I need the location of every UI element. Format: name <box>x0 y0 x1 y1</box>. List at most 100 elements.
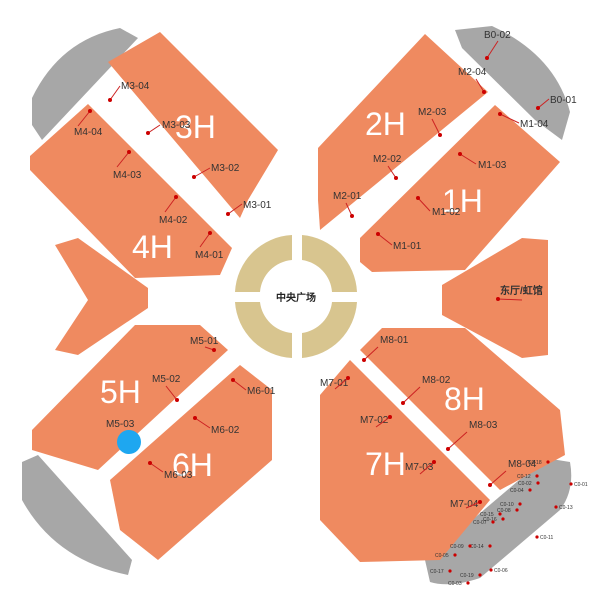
hall-4h-label: 4H <box>132 229 173 265</box>
c-point[interactable]: C0-10 <box>500 502 522 508</box>
c-point[interactable]: C0-12 <box>517 474 539 480</box>
entrance-label: M2-02 <box>373 154 402 165</box>
entrance-m7-03[interactable]: M7-03 <box>405 460 436 475</box>
entrance-m1-02[interactable]: M1-02 <box>416 196 461 218</box>
entrance-m6-03[interactable]: M6-03 <box>148 461 193 481</box>
plaza-quadrant-ne <box>302 235 357 292</box>
central-plaza: 中央广场 <box>235 235 357 358</box>
entrance-m7-01[interactable]: M7-01 <box>320 376 350 390</box>
entrance-m2-02[interactable]: M2-02 <box>373 154 402 180</box>
c-point[interactable]: C0-16 <box>483 517 505 523</box>
c-point[interactable]: C0-07 <box>473 520 495 526</box>
entrance-label: M7-02 <box>360 415 389 426</box>
entrance-m8-04[interactable]: M8-04 <box>488 459 537 487</box>
hall-7h-label: 7H <box>365 446 406 482</box>
entrance-m4-01[interactable]: M4-01 <box>195 231 224 261</box>
hall-8h-label: 8H <box>444 381 485 417</box>
east-hall-shape <box>442 238 548 358</box>
entrance-m3-04[interactable]: M3-04 <box>108 81 150 102</box>
entrance-label: M3-02 <box>211 163 240 174</box>
entrance-m5-01[interactable]: M5-01 <box>190 336 219 352</box>
entrance-m7-02[interactable]: M7-02 <box>360 415 392 428</box>
entrance-m2-01[interactable]: M2-01 <box>333 191 362 218</box>
c-point[interactable]: C0-05 <box>435 553 457 559</box>
hall-8h-shape <box>360 328 565 490</box>
entrance-labels: B0-02 B0-01 M2-04 M1-04 M2-03 M1-03 M2-0… <box>74 30 577 510</box>
entrance-m3-01[interactable]: M3-01 <box>226 200 272 216</box>
c-point-label: C0-15 <box>480 512 494 518</box>
entrance-m4-03[interactable]: M4-03 <box>113 150 142 181</box>
gray-building-sw <box>22 455 132 575</box>
entrance-label: M6-02 <box>211 425 240 436</box>
c-point-dot <box>536 481 540 485</box>
c-point-label: C0-11 <box>540 535 553 541</box>
entrance-label: M2-04 <box>458 67 487 78</box>
entrance-m4-02[interactable]: M4-02 <box>159 195 188 226</box>
c-point[interactable]: C0-01 <box>569 482 588 488</box>
entrance-label: M4-04 <box>74 127 103 138</box>
entrance-m7-04[interactable]: M7-04 <box>450 499 482 510</box>
c-point[interactable]: C0-04 <box>510 488 532 494</box>
entrance-label: M4-02 <box>159 215 188 226</box>
entrance-m8-03[interactable]: M8-03 <box>446 420 498 451</box>
c-point-dot <box>498 512 502 516</box>
entrance-label: M1-04 <box>520 119 549 130</box>
entrance-m1-01[interactable]: M1-01 <box>376 232 422 252</box>
c-point-label: C0-10 <box>500 502 514 508</box>
c-point[interactable]: C0-17 <box>430 569 452 575</box>
location-marker[interactable] <box>117 430 141 454</box>
c-point-label: C0-19 <box>460 573 474 579</box>
hall-4h-shape <box>30 104 232 278</box>
entrance-m2-03[interactable]: M2-03 <box>418 107 447 137</box>
entrance-m8-01[interactable]: M8-01 <box>362 335 409 362</box>
c-point[interactable]: C0-15 <box>480 512 502 518</box>
entrance-m3-03[interactable]: M3-03 <box>146 120 191 135</box>
entrance-label: M4-01 <box>195 250 224 261</box>
entrance-m8-02[interactable]: M8-02 <box>401 375 451 405</box>
c-point-dot <box>535 474 539 478</box>
entrance-m4-04[interactable]: M4-04 <box>74 109 103 138</box>
entrance-m1-03[interactable]: M1-03 <box>458 152 507 171</box>
c-point[interactable]: C0-18 <box>528 460 550 466</box>
c-point[interactable]: C0-13 <box>554 505 573 511</box>
c-point-label: C0-04 <box>510 488 524 494</box>
entrance-label: M7-01 <box>320 378 349 389</box>
c-point[interactable]: C0-08 <box>497 508 519 514</box>
c-point[interactable]: C0-06 <box>489 568 508 574</box>
entrance-m2-04[interactable]: M2-04 <box>458 67 487 94</box>
hall-labels: 3H 4H 2H 1H 5H 6H 7H 8H <box>100 106 485 483</box>
entrance-m6-02[interactable]: M6-02 <box>193 416 240 436</box>
entrance-m1-04[interactable]: M1-04 <box>498 112 549 130</box>
c-point-dot <box>466 581 470 585</box>
c-point[interactable]: C0-02 <box>518 481 540 487</box>
hall-6h-shape <box>110 365 272 560</box>
c-point[interactable]: C0-14 <box>470 544 492 550</box>
east-hall-leader <box>497 298 523 301</box>
c-point[interactable]: C0-11 <box>535 535 553 541</box>
c-point[interactable]: C0-03 <box>448 581 470 587</box>
entrance-label: B0-01 <box>550 95 577 106</box>
entrance-label: M7-03 <box>405 462 434 473</box>
entrance-m3-02[interactable]: M3-02 <box>192 163 240 179</box>
entrance-label: M2-01 <box>333 191 362 202</box>
east-hall-entrance[interactable]: 东厅/虹馆 <box>496 284 543 301</box>
entrance-label: M8-03 <box>469 420 498 431</box>
hall-3h-shape <box>108 32 278 218</box>
c-point[interactable]: C0-09 <box>450 544 472 550</box>
entrance-label: M5-01 <box>190 336 219 347</box>
c-point-label: C0-03 <box>448 581 462 587</box>
hall-shapes <box>30 32 565 562</box>
entrance-m5-02[interactable]: M5-02 <box>152 374 181 402</box>
hall-1h-label: 1H <box>442 183 483 219</box>
entrance-b0-02[interactable]: B0-02 <box>484 30 511 60</box>
entrance-label: M3-03 <box>162 120 191 131</box>
entrance-m5-03[interactable]: M5-03 <box>106 419 135 430</box>
entrance-label: M1-02 <box>432 207 461 218</box>
entrance-label: M8-01 <box>380 335 409 346</box>
hall-3h-label: 3H <box>175 109 216 145</box>
c-point[interactable]: C0-19 <box>460 573 482 579</box>
entrance-label: M3-04 <box>121 81 150 92</box>
entrance-m6-01[interactable]: M6-01 <box>231 378 276 397</box>
entrance-b0-01[interactable]: B0-01 <box>536 95 577 110</box>
